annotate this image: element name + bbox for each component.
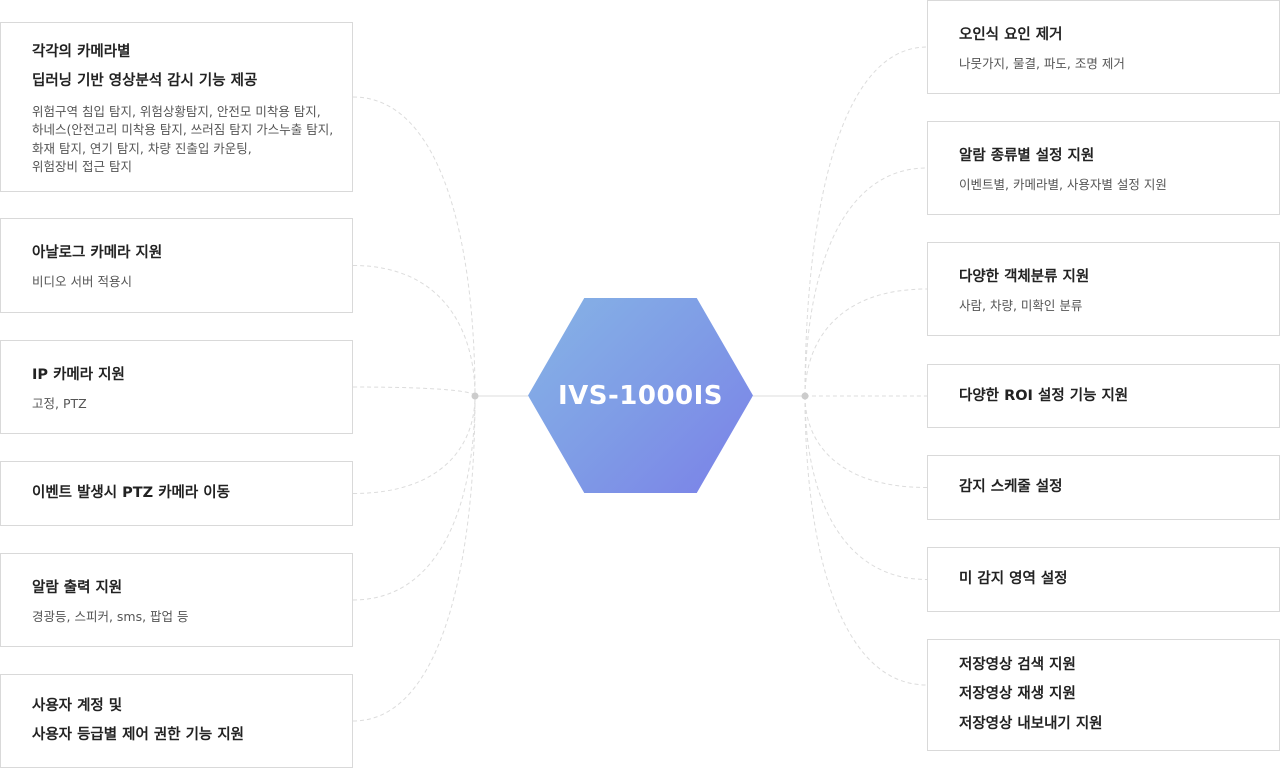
feature-description: 고정, PTZ: [32, 395, 87, 411]
right-feature-card: 미 감지 영역 설정: [927, 547, 1280, 612]
connector-line-right: [804, 167, 928, 397]
feature-description: 비디오 서버 적용시: [32, 274, 132, 289]
feature-title: 알람 종류별 설정 지원: [959, 147, 1095, 164]
feature-title: 알람 출력 지원: [32, 579, 123, 596]
junction-dot-right: [801, 392, 809, 400]
connector-line-left: [352, 96, 476, 397]
right-feature-card: 감지 스케줄 설정: [927, 455, 1280, 520]
left-feature-card: 이벤트 발생시 PTZ 카메라 이동: [0, 461, 353, 526]
connector-line-left: [352, 386, 476, 397]
connector-line-right: [804, 395, 928, 580]
feature-title: 저장영상 내보내기 지원: [959, 715, 1103, 732]
feature-title: 이벤트 발생시 PTZ 카메라 이동: [32, 485, 230, 501]
central-hexagon-hub: IVS-1000IS: [528, 298, 753, 493]
feature-title: 아날로그 카메라 지원: [32, 245, 163, 261]
feature-description: 위험구역 침입 탐지, 위험상황탐지, 안전모 미착용 탐지,: [32, 103, 321, 119]
connector-line-left: [352, 395, 476, 494]
feature-title: IP 카메라 지원: [32, 366, 125, 383]
junction-dot-left: [471, 392, 479, 400]
connector-line-right: [804, 288, 928, 397]
connector-line-left: [352, 395, 476, 601]
feature-title: 각각의 카메라별: [32, 43, 131, 60]
feature-title: 사용자 등급별 제어 권한 기능 지원: [32, 727, 244, 743]
hub-label: IVS-1000IS: [557, 380, 724, 411]
feature-title: 감지 스케줄 설정: [959, 479, 1063, 495]
feature-title: 오인식 요인 제거: [959, 26, 1063, 43]
feature-description: 위험장비 접근 탐지: [32, 159, 132, 174]
feature-title: 저장영상 재생 지원: [959, 686, 1076, 703]
connector-line-right: [804, 395, 928, 488]
feature-title: 다양한 객체분류 지원: [959, 268, 1090, 285]
feature-description: 경광등, 스피커, sms, 팝업 등: [32, 608, 189, 624]
feature-title: 미 감지 영역 설정: [959, 571, 1068, 587]
feature-description: 화재 탐지, 연기 탐지, 차량 진출입 카운팅,: [32, 140, 252, 156]
feature-description: 이벤트별, 카메라별, 사용자별 설정 지원: [959, 176, 1167, 192]
connector-line-left: [352, 395, 476, 722]
connector-line-right: [804, 395, 928, 686]
feature-description: 하네스(안전고리 미착용 탐지, 쓰러짐 탐지 가스누출 탐지,: [32, 122, 334, 137]
connector-line-left: [352, 265, 476, 397]
feature-title: 다양한 ROI 설정 기능 지원: [959, 387, 1129, 404]
feature-title: 사용자 계정 및: [32, 697, 123, 714]
feature-description: 사람, 차량, 미확인 분류: [959, 297, 1083, 313]
right-feature-card: 다양한 ROI 설정 기능 지원: [927, 364, 1280, 428]
feature-title: 딥러닝 기반 영상분석 감시 기능 제공: [32, 73, 258, 89]
feature-description: 나뭇가지, 물결, 파도, 조명 제거: [959, 55, 1125, 71]
feature-title: 저장영상 검색 지원: [959, 656, 1076, 673]
connector-line-right: [804, 46, 928, 397]
